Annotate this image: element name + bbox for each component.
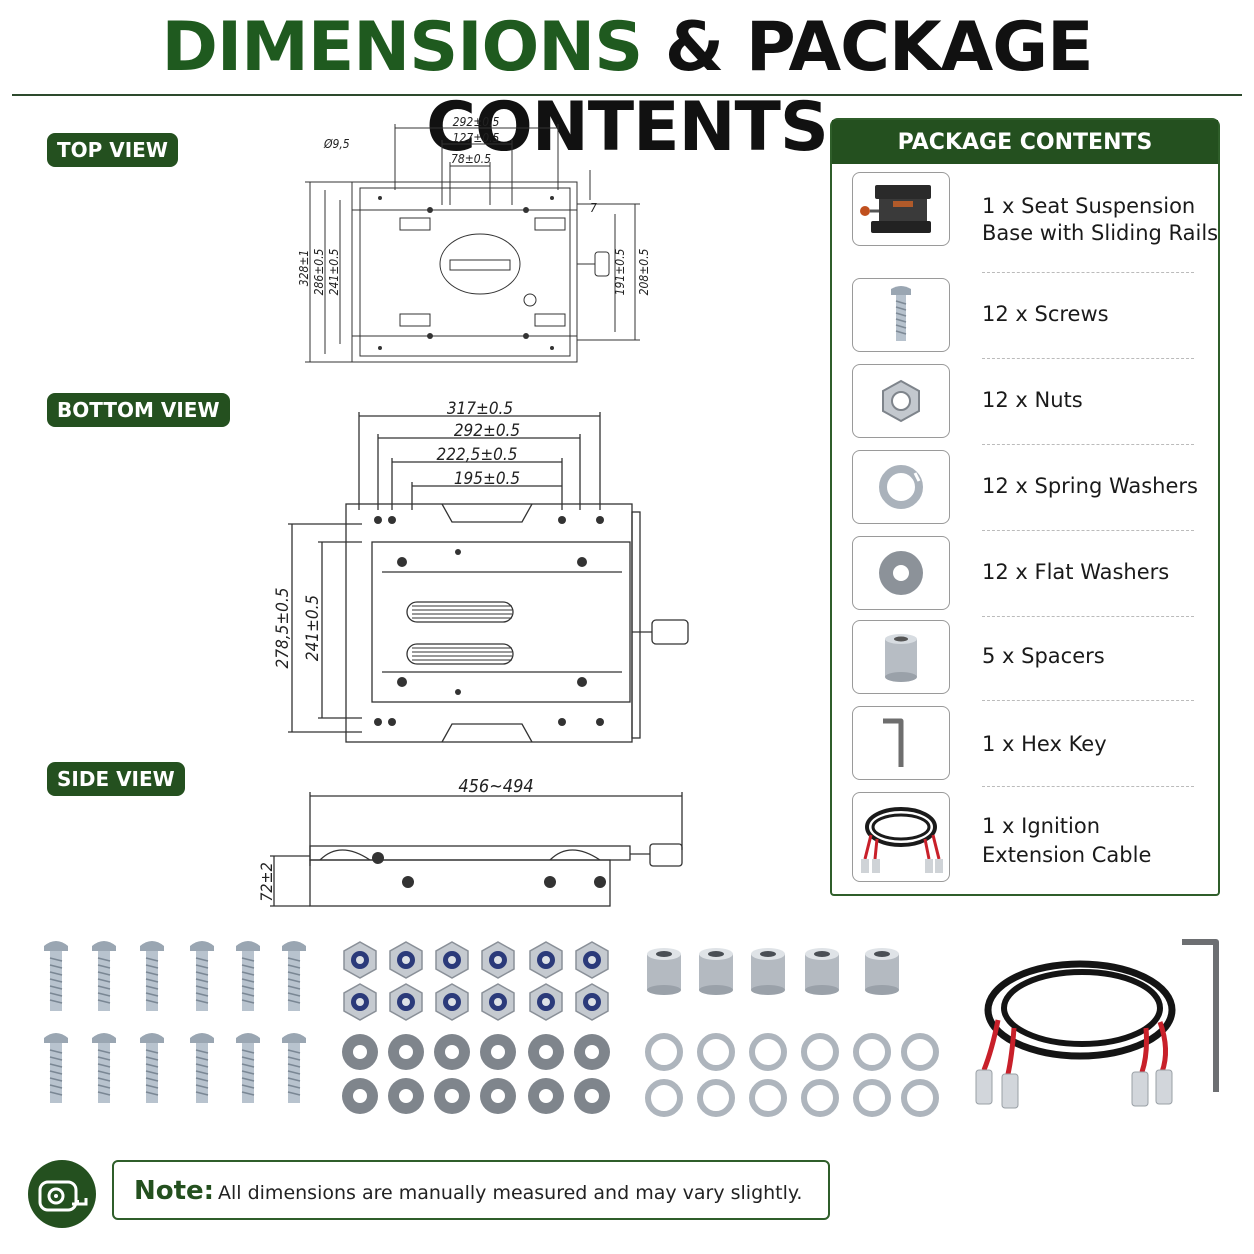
- package-item-label: 12 x Screws: [982, 302, 1109, 326]
- item-divider: [982, 272, 1194, 273]
- top-dim-191: 191±0.5: [613, 248, 627, 295]
- top-dim-78: 78±0.5: [451, 152, 491, 166]
- title-part-1: DIMENSIONS: [161, 8, 643, 87]
- top-dim-328: 328±1: [297, 250, 311, 287]
- page-title: DIMENSIONS & PACKAGE CONTENTS: [0, 8, 1254, 168]
- top-dim-208: 208±0.5: [637, 248, 651, 295]
- seat-base-icon: [852, 172, 950, 246]
- top-dim-127: 127±0.5: [453, 131, 500, 145]
- top-view-drawing: 292±0.5 127±0.5 78±0.5 Ø9,5 7 328±1 286±…: [297, 115, 651, 363]
- title-divider: [12, 94, 1242, 96]
- top-view-label: TOP VIEW: [47, 133, 178, 167]
- hardware-layout-illustration: [43, 939, 1219, 1120]
- top-dim-292: 292±0.5: [453, 115, 500, 129]
- item-divider: [982, 786, 1194, 787]
- top-dim-241: 241±0.5: [327, 248, 341, 295]
- item-divider: [982, 358, 1194, 359]
- bottom-dim-292: 292±0.5: [454, 421, 520, 441]
- flat-washer-icon: [852, 536, 950, 610]
- package-contents-panel: PACKAGE CONTENTS 1 x Seat Suspension Bas…: [830, 118, 1220, 896]
- spring-washer-icon: [852, 450, 950, 524]
- package-item-label-2: Base with Sliding Rails: [982, 221, 1219, 245]
- item-divider: [982, 616, 1194, 617]
- item-divider: [982, 530, 1194, 531]
- package-item-label: 1 x Hex Key: [982, 732, 1107, 756]
- top-dim-7: 7: [590, 201, 597, 215]
- item-divider: [982, 444, 1194, 445]
- bottom-dim-317: 317±0.5: [447, 399, 513, 419]
- screw-icon: [852, 278, 950, 352]
- package-item-label: 12 x Flat Washers: [982, 560, 1170, 584]
- side-view-label: SIDE VIEW: [47, 762, 185, 796]
- package-contents-title: PACKAGE CONTENTS: [832, 120, 1218, 164]
- bottom-dim-278: 278,5±0.5: [273, 588, 293, 669]
- package-item-label: 12 x Nuts: [982, 388, 1083, 412]
- package-item-label-2: Extension Cable: [982, 843, 1152, 867]
- hex-key-icon: [852, 706, 950, 780]
- package-item-label: 12 x Spring Washers: [982, 474, 1198, 498]
- spacer-icon: [852, 620, 950, 694]
- item-divider: [982, 700, 1194, 701]
- cable-icon: [852, 792, 950, 882]
- bottom-dim-241: 241±0.5: [303, 595, 323, 661]
- bottom-view-label: BOTTOM VIEW: [47, 393, 230, 427]
- note-text: All dimensions are manually measured and…: [218, 1182, 803, 1204]
- bottom-dim-195: 195±0.5: [454, 469, 520, 489]
- side-view-drawing: 456~494 72±2: [257, 776, 683, 907]
- note-box: Note: All dimensions are manually measur…: [112, 1160, 830, 1220]
- note-label: Note:: [134, 1176, 215, 1206]
- top-dim-hole: Ø9,5: [323, 137, 350, 151]
- side-dim-height: 72±2: [257, 862, 276, 902]
- side-dim-length: 456~494: [458, 776, 533, 797]
- tape-measure-icon: [28, 1160, 96, 1228]
- package-item-label: 5 x Spacers: [982, 644, 1105, 668]
- nut-icon: [852, 364, 950, 438]
- package-item-label: 1 x Seat Suspension: [982, 194, 1196, 218]
- bottom-view-drawing: 317±0.5 292±0.5 222,5±0.5 195±0.5 278,5±…: [273, 399, 689, 743]
- top-dim-286: 286±0.5: [312, 248, 326, 295]
- bottom-dim-222: 222,5±0.5: [437, 445, 518, 465]
- package-item-label: 1 x Ignition: [982, 814, 1101, 838]
